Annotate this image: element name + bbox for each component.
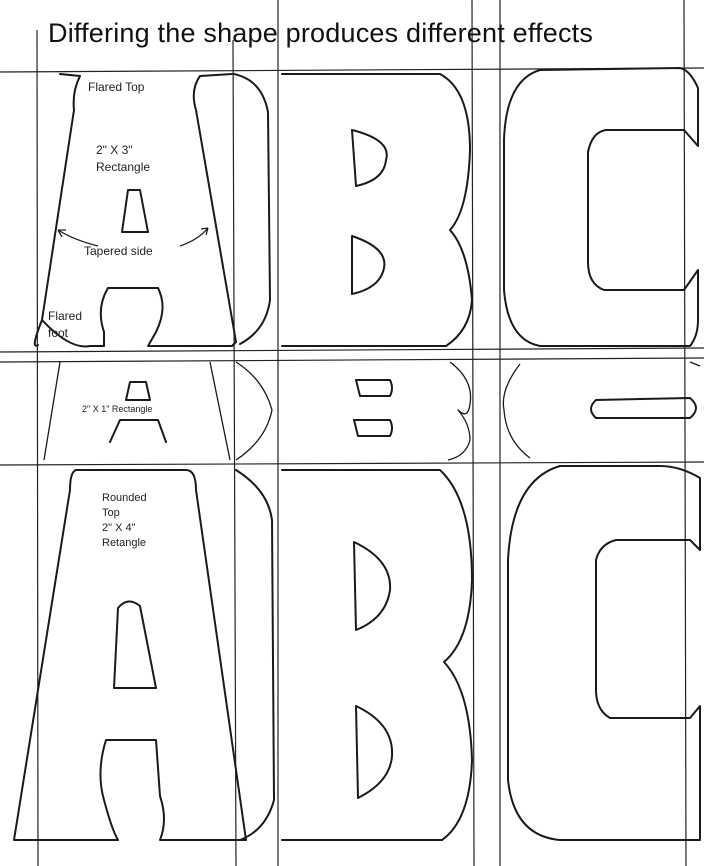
letter-c-row1 bbox=[504, 68, 698, 346]
label-rect-2x4-size: 2" X 4" bbox=[102, 522, 136, 535]
label-rect-2x3-name: Rectangle bbox=[96, 160, 150, 174]
page-title: Differing the shape produces different e… bbox=[48, 18, 593, 49]
label-rect-2x4-name: Retangle bbox=[102, 537, 146, 550]
label-flared-foot-2: foot bbox=[48, 326, 68, 340]
label-tapered-side: Tapered side bbox=[84, 244, 153, 258]
letter-c-row3 bbox=[508, 466, 700, 840]
label-rect-2x3-size: 2" X 3" bbox=[96, 143, 133, 157]
label-rounded-2: Top bbox=[102, 507, 120, 520]
label-rect-2x1: 2" X 1" Rectangle bbox=[82, 404, 152, 415]
label-flared-foot-1: Flared bbox=[48, 309, 82, 323]
label-flared-top: Flared Top bbox=[88, 80, 144, 94]
label-rounded-1: Rounded bbox=[102, 492, 147, 505]
letter-b-stem-row1 bbox=[234, 74, 472, 346]
letter-b-row3 bbox=[236, 470, 472, 840]
letter-a-flared bbox=[35, 74, 236, 346]
